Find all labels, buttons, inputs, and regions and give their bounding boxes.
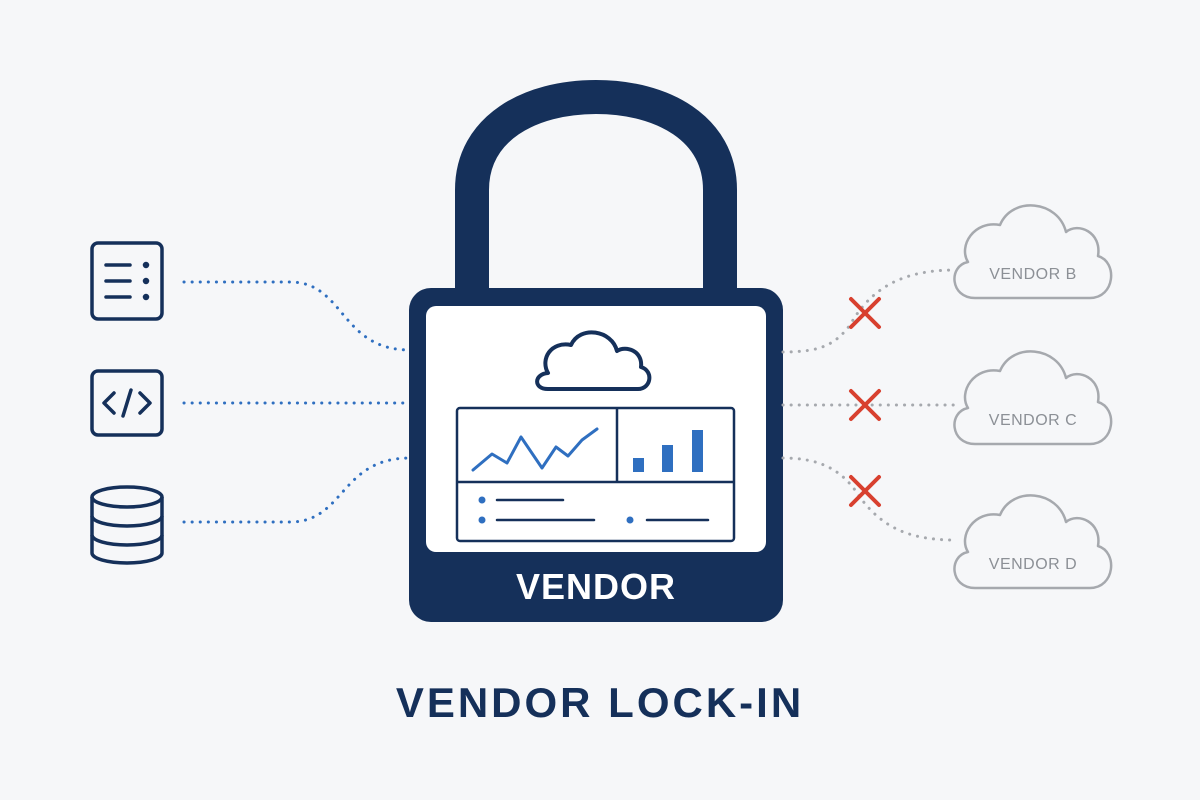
line-chart-icon	[471, 427, 599, 472]
vendor-c-label: VENDOR C	[989, 412, 1077, 429]
vendor-d-label: VENDOR D	[989, 556, 1077, 573]
dashboard-panel	[455, 406, 736, 543]
padlock-shackle	[455, 79, 737, 292]
cloud-icon	[953, 204, 1113, 300]
cloud-icon	[953, 494, 1113, 590]
connector-server-to-lock	[182, 280, 412, 352]
bar-chart-icon	[633, 430, 703, 472]
code-brackets-icon	[90, 369, 164, 437]
connector-lock-to-vendor-b	[781, 268, 957, 354]
vendor-c-cloud: VENDOR C	[953, 350, 1113, 446]
blocked-x-icon	[849, 475, 881, 507]
vendor-d-cloud: VENDOR D	[953, 494, 1113, 590]
blocked-x-icon	[849, 297, 881, 329]
server-list-icon	[90, 241, 164, 321]
database-icon	[90, 485, 164, 565]
diagram-title: VENDOR LOCK-IN	[396, 679, 804, 726]
padlock: VENDOR	[409, 79, 783, 622]
cloud-icon	[535, 330, 652, 391]
connector-lock-to-vendor-d	[781, 456, 957, 542]
vendor-b-label: VENDOR B	[989, 266, 1077, 283]
connector-database-to-lock	[182, 456, 412, 524]
list-rows	[478, 496, 710, 524]
vendor-b-cloud: VENDOR B	[953, 204, 1113, 300]
blocked-x-icon	[849, 389, 881, 421]
cloud-icon	[953, 350, 1113, 446]
lock-label: VENDOR	[516, 566, 676, 607]
